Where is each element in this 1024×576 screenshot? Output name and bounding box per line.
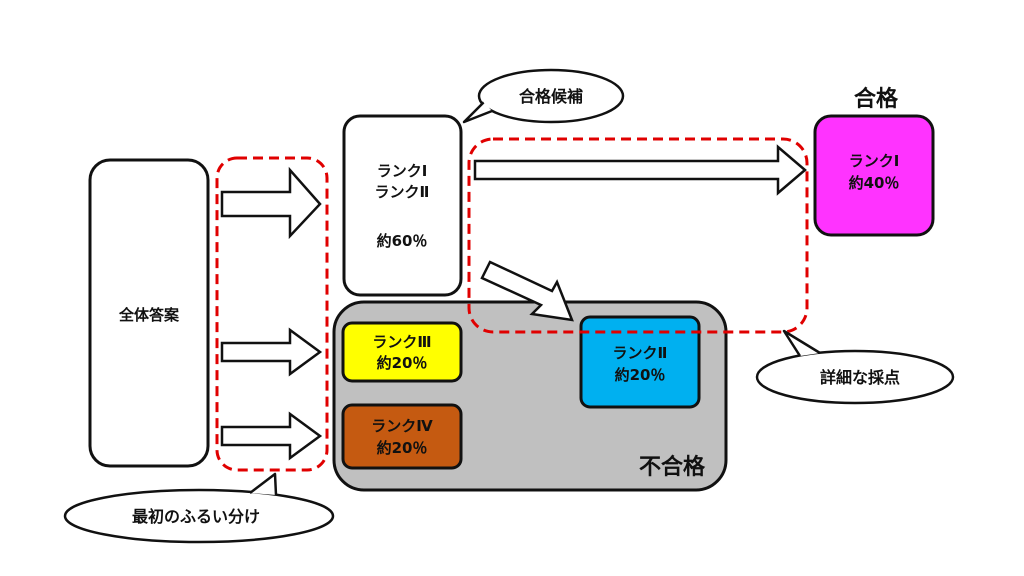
fail-label: 不合格	[639, 454, 706, 480]
pass-label: 合格	[854, 86, 899, 112]
callout-first-screening: 最初のふるい分け	[63, 472, 335, 544]
rank4-label: ランクⅣ	[371, 417, 433, 435]
all-answers-label: 全体答案	[118, 306, 180, 324]
candidate-box	[342, 114, 463, 297]
rank4-box	[341, 403, 463, 470]
rank4-pct: 約20％	[377, 439, 428, 457]
detailed-scoring-dashed-box	[467, 137, 809, 334]
callout-candidate-text: 合格候補	[519, 87, 583, 106]
callout-candidate: 合格候補	[462, 68, 625, 124]
callout-first-screening-text: 最初のふるい分け	[132, 507, 260, 526]
rank2-box	[579, 315, 701, 409]
callout-detailed: 詳細な採点	[755, 329, 955, 405]
callout-detailed-text: 詳細な採点	[820, 368, 900, 387]
arrow-to-rank4	[220, 411, 323, 461]
rank2-label: ランクⅡ	[613, 344, 668, 362]
rank3-label: ランクⅢ	[372, 333, 431, 351]
pass-pct: 約40％	[849, 174, 900, 192]
arrow-to-rank3	[220, 327, 323, 377]
candidate-line2: ランクⅡ	[375, 183, 430, 201]
arrow-to-rank2	[480, 260, 574, 322]
rank3-pct: 約20％	[377, 354, 428, 372]
candidate-line1: ランクⅠ	[377, 162, 428, 180]
all-answers-box	[88, 158, 210, 468]
rank3-box	[341, 321, 463, 383]
arrow-to-pass	[473, 144, 807, 196]
pass-box	[813, 114, 935, 237]
pass-rank-label: ランクⅠ	[849, 152, 900, 170]
arrow-to-candidate	[220, 166, 322, 240]
first-screening-dashed-box	[215, 156, 329, 472]
rank2-pct: 約20％	[615, 366, 666, 384]
candidate-line3: 約60％	[377, 232, 428, 250]
